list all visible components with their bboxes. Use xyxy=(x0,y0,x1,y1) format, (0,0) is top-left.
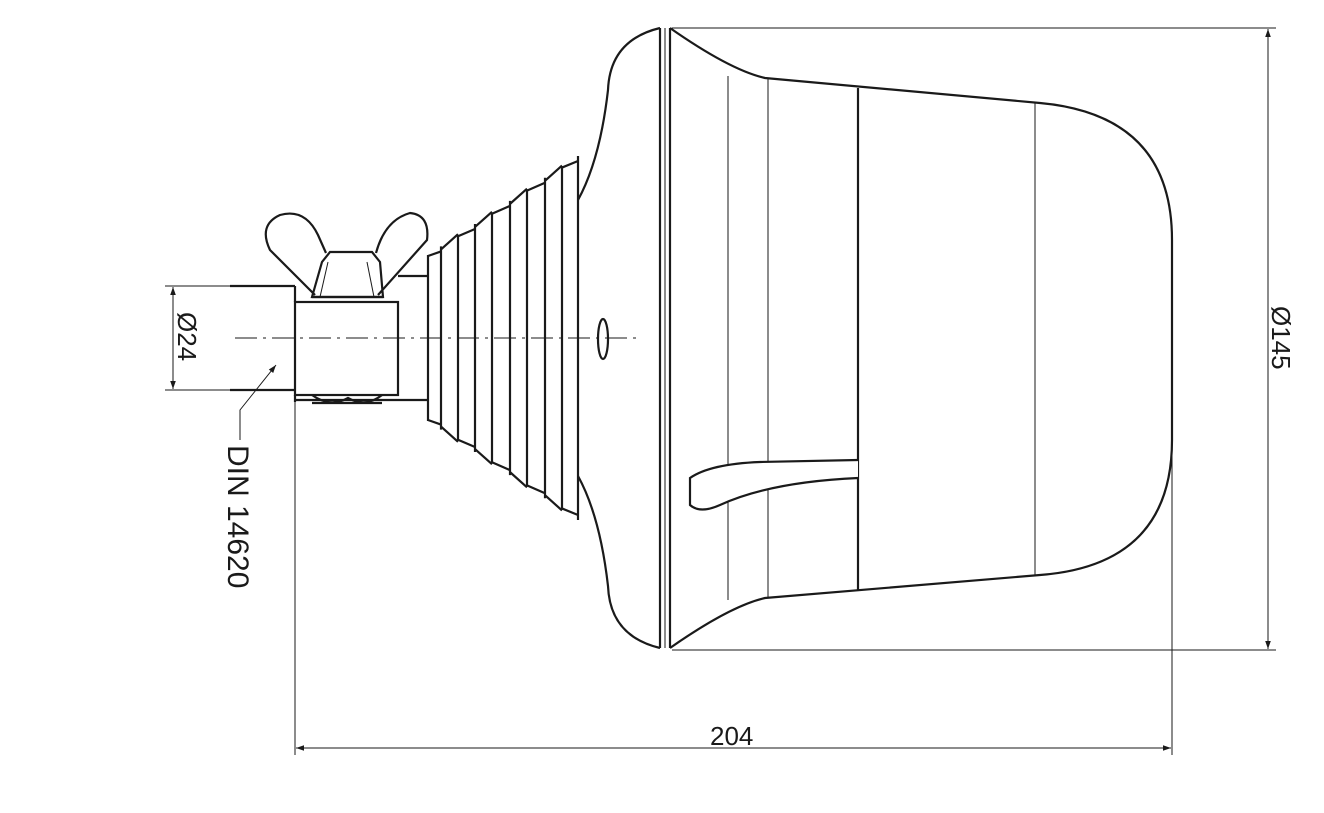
dim-total-length-label: 204 xyxy=(710,721,753,751)
rib-edge xyxy=(474,210,493,466)
nozzle-body xyxy=(577,26,1174,650)
dim-body-diameter-label: Ø145 xyxy=(1266,306,1296,370)
dim-pipe-diameter-label: Ø24 xyxy=(172,312,202,361)
pipe xyxy=(165,284,295,392)
dimension-body-diameter xyxy=(672,27,1276,651)
rib-edge xyxy=(440,233,459,443)
rib-edge xyxy=(427,250,442,426)
rib-edge xyxy=(457,227,476,449)
rib-edge xyxy=(509,187,528,489)
coupling-leader xyxy=(239,364,277,440)
coupling-block xyxy=(293,274,428,405)
rib-edge xyxy=(526,181,546,495)
rib-edge xyxy=(544,164,563,512)
rib-edge xyxy=(491,204,511,472)
rib-edge xyxy=(561,159,579,517)
wing-nut xyxy=(264,211,429,299)
dimension-total-length xyxy=(294,402,1173,755)
coupling-standard-label: DIN 14620 xyxy=(221,445,254,588)
